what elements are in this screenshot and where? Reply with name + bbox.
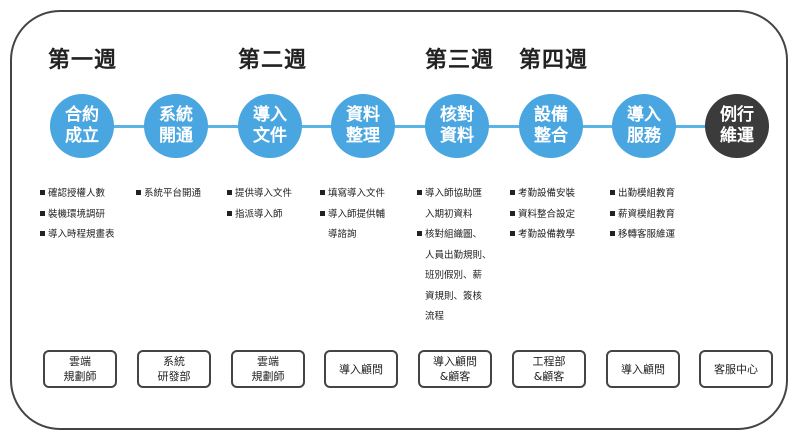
role-box-cloud-planner: 雲端規劃師 (43, 350, 117, 388)
task-item: 資規則、簽核 (425, 290, 483, 302)
stage-service: 導入 服務 (612, 94, 676, 158)
task-item: 資料整合設定 (510, 205, 575, 226)
task-item: 移轉客服維運 (610, 225, 675, 246)
stage-label-2: 開通 (159, 126, 193, 146)
stage-contract: 合約 成立 (50, 94, 114, 158)
stage-label-2: 整合 (534, 126, 568, 146)
stage-label-2: 服務 (627, 126, 661, 146)
task-item: 核對組織圖、 (417, 225, 492, 246)
tasks-contract: 確認授權人數 裝機環境調研 導入時程規畫表 (40, 184, 115, 246)
task-item: 導諮詢 (328, 229, 357, 240)
stage-data-prep: 資料 整理 (331, 94, 395, 158)
task-item: 裝機環境調研 (40, 205, 115, 226)
stage-label-1: 導入 (253, 105, 287, 125)
stage-system-open: 系統 開通 (144, 94, 208, 158)
stage-maintenance: 例行 維運 (705, 94, 769, 158)
stage-label-2: 成立 (65, 126, 99, 146)
stage-label-2: 整理 (346, 126, 380, 146)
week-4-label: 第四週 (519, 48, 589, 73)
week-3-label: 第三週 (425, 48, 495, 73)
stage-label-1: 系統 (159, 105, 193, 125)
stage-label-2: 文件 (253, 126, 287, 146)
task-item: 出勤模組教育 (610, 184, 675, 205)
role-box-consultant-customer: 導入顧問&顧客 (418, 350, 492, 388)
stage-label-1: 核對 (440, 105, 474, 125)
role-box-consultant: 導入顧問 (324, 350, 398, 388)
task-item: 導入時程規畫表 (40, 225, 115, 246)
week-2-label: 第二週 (238, 48, 308, 73)
tasks-system-open: 系統平台開通 (136, 184, 201, 205)
stage-label-1: 資料 (346, 105, 380, 125)
task-item: 薪資模組教育 (610, 205, 675, 226)
stage-label-1: 合約 (65, 105, 99, 125)
task-item: 確認授權人數 (40, 184, 115, 205)
task-item: 考勤設備教學 (510, 225, 575, 246)
task-item: 流程 (425, 311, 445, 322)
role-box-consultant: 導入顧問 (606, 350, 680, 388)
task-item: 系統平台開通 (136, 184, 201, 205)
tasks-data-check: 導入師協助匯 入期初資料 核對組織圖、 人員出勤規則、 班別假別、薪 資規則、簽… (417, 184, 492, 328)
task-item: 導入師提供輔 (320, 205, 385, 226)
stage-label-1: 導入 (627, 105, 661, 125)
task-item: 指派導入師 (227, 205, 292, 226)
stage-docs: 導入 文件 (238, 94, 302, 158)
role-box-cloud-planner: 雲端規劃師 (231, 350, 305, 388)
timeline-connector (80, 125, 740, 128)
task-item: 考勤設備安裝 (510, 184, 575, 205)
tasks-device: 考勤設備安裝 資料整合設定 考勤設備教學 (510, 184, 575, 246)
tasks-docs: 提供導入文件 指派導入師 (227, 184, 292, 225)
task-item: 入期初資料 (425, 208, 473, 220)
stage-device: 設備 整合 (519, 94, 583, 158)
stage-label-2: 維運 (720, 126, 754, 146)
stage-label-1: 設備 (534, 105, 568, 125)
task-item: 填寫導入文件 (320, 184, 385, 205)
role-box-customer-service: 客服中心 (699, 350, 773, 388)
tasks-service: 出勤模組教育 薪資模組教育 移轉客服維運 (610, 184, 675, 246)
role-box-engineering-customer: 工程部&顧客 (512, 350, 586, 388)
stage-label-2: 資料 (440, 126, 474, 146)
task-item: 導入師協助匯 (417, 184, 492, 205)
stage-data-check: 核對 資料 (425, 94, 489, 158)
tasks-data-prep: 填寫導入文件 導入師提供輔 導諮詢 (320, 184, 385, 246)
week-1-label: 第一週 (48, 48, 118, 73)
task-item: 人員出勤規則、 (425, 249, 492, 261)
stage-label-1: 例行 (720, 105, 754, 125)
task-item: 提供導入文件 (227, 184, 292, 205)
role-box-rd: 系統研發部 (137, 350, 211, 388)
task-item: 班別假別、薪 (425, 270, 483, 281)
